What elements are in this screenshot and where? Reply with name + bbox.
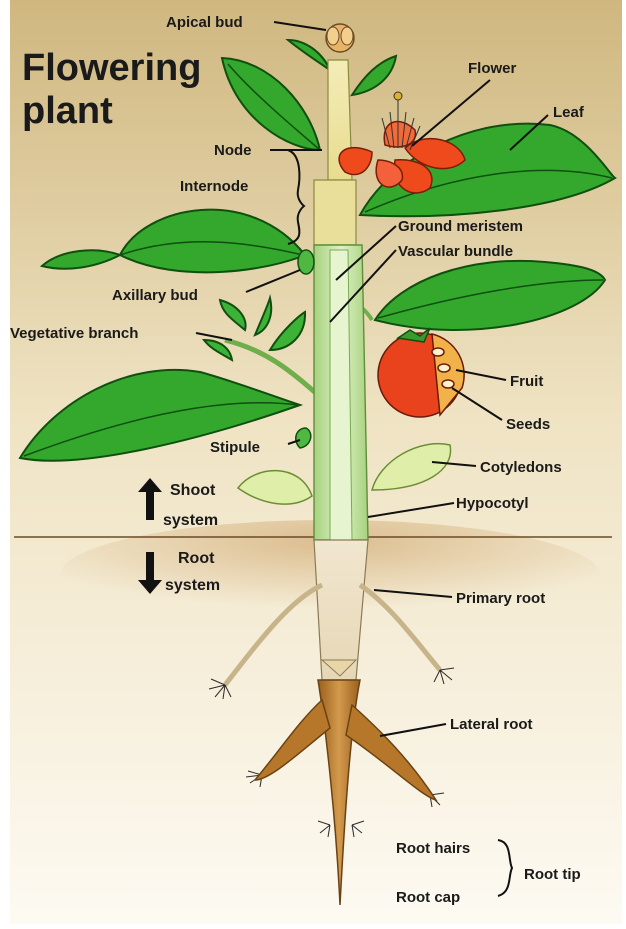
seed-2: [438, 364, 450, 372]
label-axillary-bud: Axillary bud: [112, 287, 198, 304]
label-node: Node: [214, 142, 252, 159]
shoot-system-label-1: Shoot: [170, 482, 216, 499]
title-line2: plant: [22, 90, 113, 132]
seed-1: [432, 348, 444, 356]
label-stipule: Stipule: [210, 439, 260, 456]
label-apical-bud: Apical bud: [166, 14, 243, 31]
label-fruit: Fruit: [510, 373, 543, 390]
label-lateral-root: Lateral root: [450, 716, 533, 733]
label-ground-meristem: Ground meristem: [398, 218, 523, 235]
root-system-label-1: Root: [178, 550, 215, 567]
label-flower: Flower: [468, 60, 517, 77]
label-cotyledons: Cotyledons: [480, 459, 562, 476]
seed-3: [442, 380, 454, 388]
label-root-cap: Root cap: [396, 889, 460, 906]
title-line1: Flowering: [22, 47, 201, 89]
label-root-tip: Root tip: [524, 866, 581, 883]
stem-core: [330, 250, 352, 540]
stem-internode: [314, 180, 356, 245]
axillary-bud: [298, 250, 314, 274]
label-hypocotyl: Hypocotyl: [456, 495, 529, 512]
shoot-system-label-2: system: [163, 512, 218, 529]
label-vascular-bundle: Vascular bundle: [398, 243, 513, 260]
label-vegetative-branch: Vegetative branch: [10, 325, 138, 342]
label-primary-root: Primary root: [456, 590, 545, 607]
label-seeds: Seeds: [506, 416, 550, 433]
apical-bud: [326, 24, 354, 52]
label-internode: Internode: [180, 178, 248, 195]
label-leaf: Leaf: [553, 104, 585, 121]
root-system-label-2: system: [165, 577, 220, 594]
label-root-hairs: Root hairs: [396, 840, 470, 857]
